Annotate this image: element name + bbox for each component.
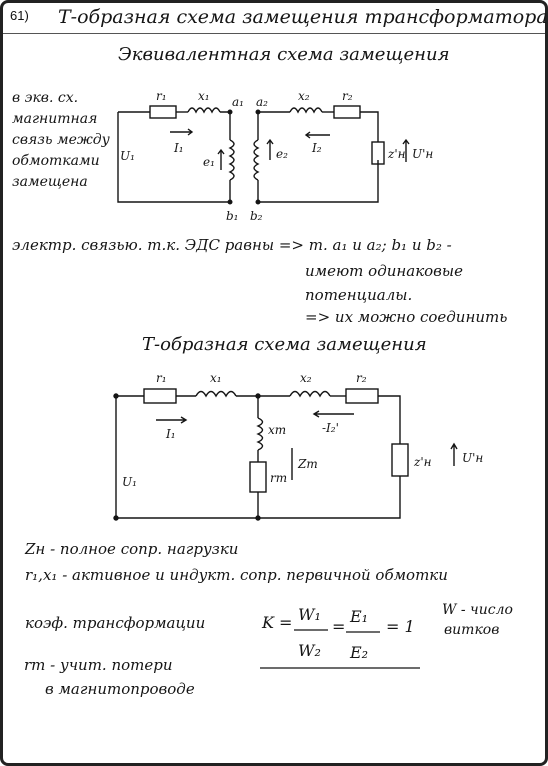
formula-eq: = — [332, 617, 345, 636]
label-r2: r₂ — [342, 89, 353, 103]
section-title-t-scheme: Т-образная схема замещения — [142, 334, 427, 355]
text-line-4: => их можно соединить — [305, 308, 508, 326]
label-r2-t: r₂ — [356, 371, 367, 385]
label-rm: rm — [270, 471, 287, 485]
definition-r1x1: r₁,x₁ - активное и индукт. сопр. первичн… — [25, 566, 448, 584]
label-zn: z'н — [387, 147, 406, 161]
k-formula: K = W₁ W₂ = E₁ E₂ = 1 — [260, 605, 420, 669]
formula-e1: E₁ — [349, 607, 368, 626]
diagram-equivalent-labels: r₁ x₁ a₁ a₂ x₂ r₂ I₁ I₂ U₁ e₁ e₂ b₁ b₂ z… — [120, 89, 433, 223]
inductor-x2 — [289, 107, 323, 114]
arrow-I1-t — [156, 416, 188, 424]
arrow-I2-t — [312, 410, 354, 418]
label-a2: a₂ — [256, 95, 268, 109]
resistor-r2 — [333, 105, 361, 119]
definition-rm-line2: в магнитопроводе — [45, 680, 195, 698]
text-line-2: имеют одинаковые — [305, 262, 464, 280]
resistor-r1 — [149, 105, 177, 119]
label-zm: Zm — [297, 457, 318, 471]
formula-e2: E₂ — [349, 643, 368, 662]
formula-one: = 1 — [386, 617, 415, 636]
section-title-equivalent: Эквивалентная схема замещения — [118, 44, 450, 65]
label-x2: x₂ — [298, 89, 310, 103]
inductor-x2-t — [289, 390, 331, 398]
w-note-line2: витков — [444, 622, 500, 638]
label-Un: U'н — [412, 147, 433, 161]
load-zn-t — [391, 443, 409, 477]
load-zn — [371, 141, 385, 165]
diagram-t-scheme — [113, 388, 458, 521]
w-note-line1: W - число — [442, 602, 513, 618]
header-bar — [3, 3, 545, 34]
side-note: в экв. сх. магнитная связь между обмотка… — [12, 90, 110, 190]
label-x1-t: x₁ — [210, 371, 222, 385]
coil-e2 — [253, 139, 260, 181]
label-I1-t: I₁ — [165, 427, 176, 441]
label-Un-t: U'н — [462, 451, 483, 465]
label-xm: xm — [268, 423, 286, 437]
label-a1: a₁ — [232, 95, 244, 109]
formula-w2: W₂ — [298, 641, 321, 660]
arrow-Un-t — [450, 442, 458, 466]
label-zn-t: z'н — [413, 455, 432, 469]
inductor-x1-t — [195, 390, 237, 398]
label-b1: b₁ — [226, 209, 239, 223]
resistor-r1-t — [143, 388, 177, 404]
label-U1: U₁ — [120, 149, 135, 163]
inductor-x1 — [187, 107, 221, 114]
label-b2: b₂ — [250, 209, 263, 223]
diagram-equivalent — [117, 105, 410, 205]
definition-k: коэф. трансформации — [25, 614, 206, 632]
definition-zn: Zн - полное сопр. нагрузки — [25, 540, 239, 558]
formula-k: K = — [261, 613, 292, 632]
label-r1: r₁ — [156, 89, 167, 103]
formula-w1: W₁ — [298, 605, 321, 624]
arrow-I2 — [304, 131, 330, 139]
page-number: 61) — [10, 8, 29, 23]
resistor-r2-t — [345, 388, 379, 404]
label-r1-t: r₁ — [156, 371, 167, 385]
label-I1: I₁ — [173, 141, 184, 155]
arrow-e1 — [217, 148, 225, 170]
text-line-3: потенциалы. — [305, 286, 413, 304]
label-e1: e₁ — [203, 155, 215, 169]
inductor-xm — [256, 417, 264, 451]
label-U1-t: U₁ — [122, 475, 137, 489]
label-I2: I₂ — [311, 141, 322, 155]
page-title: Т-образная схема замещения трансформатор… — [58, 6, 548, 28]
arrow-e2 — [266, 138, 274, 160]
arrow-Un — [402, 138, 410, 162]
diagram-t-scheme-labels: r₁ x₁ x₂ r₂ I₁ -I₂' U₁ xm rm Zm z'н U'н — [122, 371, 483, 489]
label-x1: x₁ — [198, 89, 210, 103]
resistor-rm — [249, 461, 267, 493]
coil-e1 — [228, 139, 235, 181]
label-e2: e₂ — [276, 147, 288, 161]
arrow-I1 — [170, 128, 194, 136]
definition-rm-line1: rm - учит. потери — [24, 656, 173, 674]
label-x2-t: x₂ — [300, 371, 312, 385]
label-I2-t: -I₂' — [322, 421, 339, 435]
text-line-1: электр. связью. т.к. ЭДС равны => т. a₁ … — [12, 236, 452, 254]
